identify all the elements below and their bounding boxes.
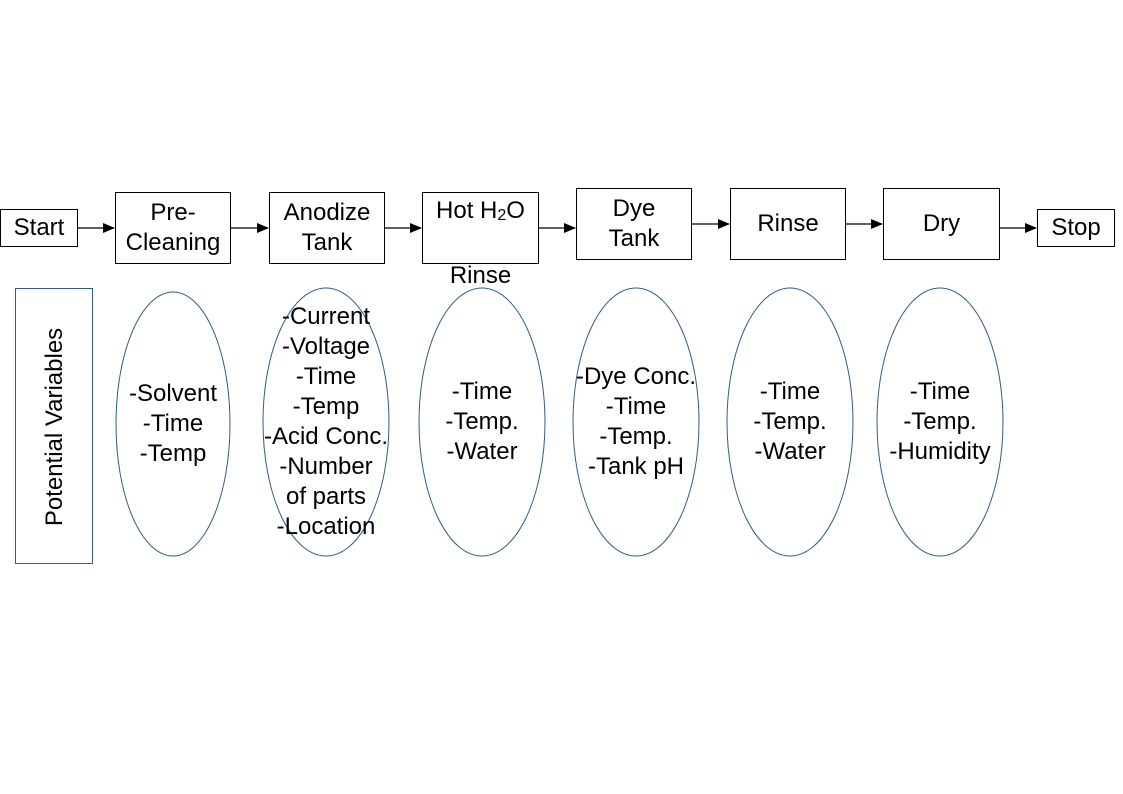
step-pre-cleaning: Pre- Cleaning bbox=[115, 192, 231, 264]
step-hot-water-rinse: Hot H2O Rinse bbox=[422, 192, 539, 289]
hot-water-rinse-line2: Rinse bbox=[449, 261, 512, 289]
variables-pre-cleaning: -Solvent -Time -Temp bbox=[128, 380, 218, 467]
oval-dry bbox=[876, 287, 1004, 557]
potential-variables-label: Potential Variables bbox=[41, 327, 68, 527]
variables-anodize-tank: -Current -Voltage -Time -Temp -Acid Conc… bbox=[263, 303, 389, 540]
step-dye-tank: Dye Tank bbox=[576, 188, 692, 260]
step-start: Start bbox=[0, 209, 78, 247]
step-stop: Stop bbox=[1037, 209, 1115, 247]
step-anodize-tank: Anodize Tank bbox=[269, 192, 385, 264]
variables-dye-tank: -Dye Conc. -Time -Temp. -Tank pH bbox=[575, 363, 697, 480]
oval-pre-cleaning bbox=[115, 291, 231, 557]
variables-hot-water-rinse: -Time -Temp. -Water bbox=[445, 378, 519, 465]
variables-dry: -Time -Temp. -Humidity bbox=[889, 378, 991, 465]
variables-rinse: -Time -Temp. -Water bbox=[753, 378, 827, 465]
hot-water-rinse-line1-a: Hot H bbox=[436, 196, 498, 224]
oval-dye-tank bbox=[572, 287, 700, 557]
potential-variables-box: Potential Variables bbox=[15, 288, 93, 564]
step-dry: Dry bbox=[883, 188, 1000, 260]
oval-hot-water-rinse bbox=[418, 287, 546, 557]
oval-rinse bbox=[726, 287, 854, 557]
oval-anodize-tank bbox=[262, 287, 390, 557]
hot-water-rinse-subscript: 2 bbox=[497, 206, 507, 224]
hot-water-rinse-line1-b: O bbox=[506, 196, 525, 224]
step-rinse: Rinse bbox=[730, 188, 846, 260]
